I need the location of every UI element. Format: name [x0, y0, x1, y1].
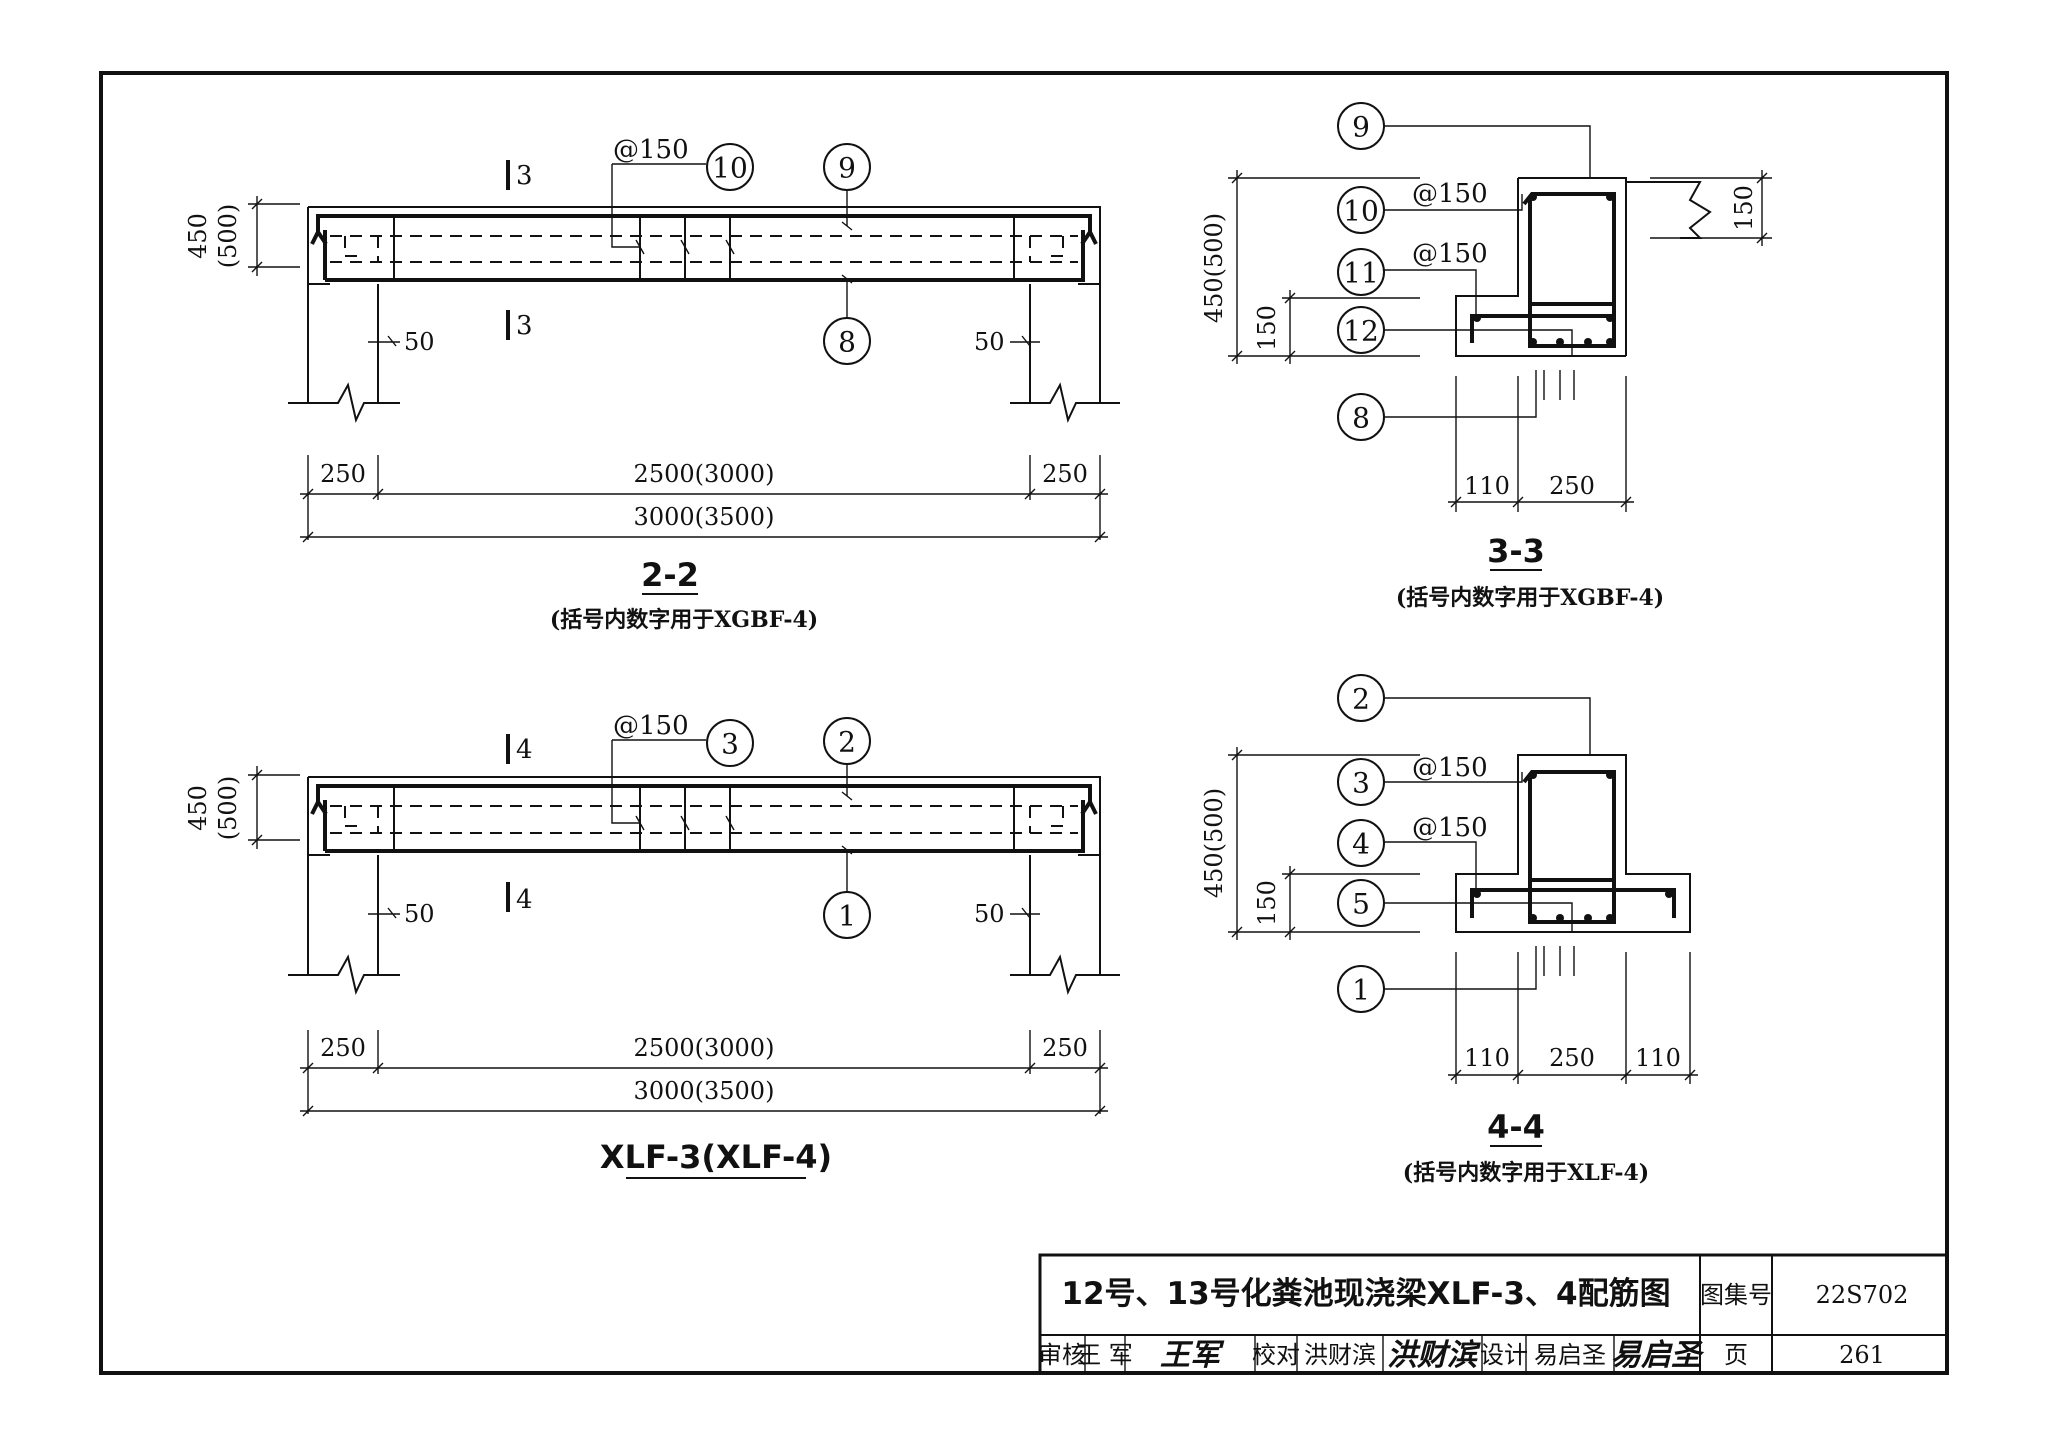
checker-signature: 洪财滨 [1387, 1338, 1481, 1373]
bar-marker-8-sec-label: 8 [1352, 402, 1370, 435]
reviewer-signature: 王军 [1160, 1338, 1225, 1373]
ledge-height-4-4: 150 [1253, 880, 1281, 926]
bar-marker-1-label: 1 [838, 900, 856, 933]
spacing-label-10: @150 [613, 135, 689, 165]
span-left: 250 [320, 460, 366, 488]
span-mid-xlf: 2500(3000) [634, 1034, 775, 1062]
section-3-3: @150 @150 9 10 11 12 8 450(500) 150 150 … [1200, 102, 1772, 611]
bar-marker-1-sec [1337, 965, 1385, 1013]
cut-mark-top-4: 4 [516, 735, 533, 765]
bar-marker-4-label: 4 [1352, 828, 1370, 861]
spacing-label-4a: @150 [1412, 753, 1488, 783]
section-title-3-3: 3-3 [1487, 532, 1545, 570]
bar-marker-1-sec-label: 1 [1352, 974, 1370, 1007]
width-mid-3-3: 250 [1549, 472, 1595, 500]
bar-marker-12 [1337, 306, 1385, 354]
view-note-2-2: (括号内数字用于XGBF-4) [550, 607, 818, 633]
bar-marker-11 [1337, 248, 1385, 296]
checker-name: 洪财滨 [1304, 1341, 1376, 1369]
page-label: 页 [1724, 1341, 1748, 1369]
spacing-label-4b: @150 [1412, 813, 1488, 843]
sheet-frame [99, 71, 1949, 1375]
bar-marker-9-sec-label: 9 [1352, 111, 1370, 144]
bar-marker-12-label: 12 [1343, 315, 1379, 348]
reviewer-name: 王 军 [1077, 1341, 1133, 1369]
section-4-4: @150 @150 2 3 4 5 1 450(500) 150 110 250… [1200, 674, 1698, 1186]
spacing-label-3: @150 [613, 711, 689, 741]
atlas-number: 22S702 [1816, 1281, 1909, 1309]
span-right-xlf: 250 [1042, 1034, 1088, 1062]
cut-mark-top: 3 [516, 161, 533, 191]
span-right: 250 [1042, 460, 1088, 488]
bar-marker-4 [1337, 819, 1385, 867]
cut-mark-bottom-4: 4 [516, 885, 533, 915]
bar-marker-2-label: 2 [838, 726, 856, 759]
width-right-4-4: 110 [1635, 1044, 1681, 1072]
bar-marker-10-sec-label: 10 [1343, 195, 1379, 228]
view-title-xlf: XLF-3(XLF-4) [600, 1138, 832, 1176]
section-title-4-4: 4-4 [1487, 1108, 1545, 1146]
spacing-label-a: @150 [1412, 179, 1488, 209]
view-title-2-2: 2-2 [641, 556, 699, 594]
width-mid-4-4: 250 [1549, 1044, 1595, 1072]
height-dim-xlf: 450 [184, 785, 212, 831]
bar-marker-9-sec [1337, 102, 1385, 150]
bar-marker-3 [706, 719, 754, 767]
bar-marker-8-sec [1337, 393, 1385, 441]
spacing-label-b: @150 [1412, 239, 1488, 269]
height-dim: 450 [184, 213, 212, 259]
bar-marker-8-label: 8 [838, 326, 856, 359]
bar-marker-9 [823, 143, 871, 191]
width-left-4-4: 110 [1464, 1044, 1510, 1072]
elevation-xlf: @150 3 2 1 4 4 450 (500) 50 50 250 2500(… [184, 711, 1120, 1179]
check-label: 校对 [1252, 1341, 1300, 1369]
height-dim-alt-xlf: (500) [214, 776, 242, 841]
bar-marker-9-label: 9 [838, 152, 856, 185]
sheet-title: 12号、13号化粪池现浇梁XLF-3、4配筋图 [1061, 1276, 1670, 1312]
bar-marker-8 [823, 317, 871, 365]
bar-marker-11-label: 11 [1343, 257, 1379, 290]
span-left-xlf: 250 [320, 1034, 366, 1062]
ledge-height-3-3: 150 [1253, 305, 1281, 351]
bar-marker-3-label: 3 [721, 728, 739, 761]
section-height-4-4: 450(500) [1200, 788, 1228, 898]
title-block: 12号、13号化粪池现浇梁XLF-3、4配筋图 图集号 22S702 审核 王 … [1038, 1253, 1949, 1375]
bar-marker-2 [823, 717, 871, 765]
span-mid: 2500(3000) [634, 460, 775, 488]
span-total: 3000(3500) [634, 503, 775, 531]
offset-left: 50 [404, 328, 435, 356]
bar-marker-10 [706, 143, 754, 191]
designer-name: 易启圣 [1534, 1341, 1606, 1369]
offset-right: 50 [974, 328, 1005, 356]
page-number: 261 [1839, 1341, 1885, 1369]
bar-marker-10-sec [1337, 186, 1385, 234]
bar-marker-3-sec [1337, 758, 1385, 806]
height-dim-alt: (500) [214, 204, 242, 269]
bar-marker-1 [823, 891, 871, 939]
slab-height-3-3: 150 [1730, 185, 1758, 231]
designer-signature: 易启圣 [1611, 1338, 1705, 1373]
offset-left-xlf: 50 [404, 900, 435, 928]
elevation-2-2: @150 10 9 8 3 3 450 (500) 50 50 250 2500… [184, 135, 1120, 633]
atlas-label: 图集号 [1700, 1281, 1772, 1309]
span-total-xlf: 3000(3500) [634, 1077, 775, 1105]
offset-right-xlf: 50 [974, 900, 1005, 928]
section-note-3-3: (括号内数字用于XGBF-4) [1396, 585, 1664, 611]
section-height-3-3: 450(500) [1200, 213, 1228, 323]
bar-marker-10-label: 10 [712, 152, 748, 185]
design-label: 设计 [1480, 1341, 1528, 1369]
section-note-4-4: (括号内数字用于XLF-4) [1403, 1160, 1649, 1186]
width-left-3-3: 110 [1464, 472, 1510, 500]
cut-mark-bottom: 3 [516, 311, 533, 341]
bar-marker-5-label: 5 [1352, 888, 1370, 921]
bar-marker-3-sec-label: 3 [1352, 767, 1370, 800]
bar-marker-5 [1337, 879, 1385, 927]
bar-marker-2-sec-label: 2 [1352, 683, 1370, 716]
bar-marker-2-sec [1337, 674, 1385, 722]
review-label: 审核 [1038, 1341, 1086, 1369]
